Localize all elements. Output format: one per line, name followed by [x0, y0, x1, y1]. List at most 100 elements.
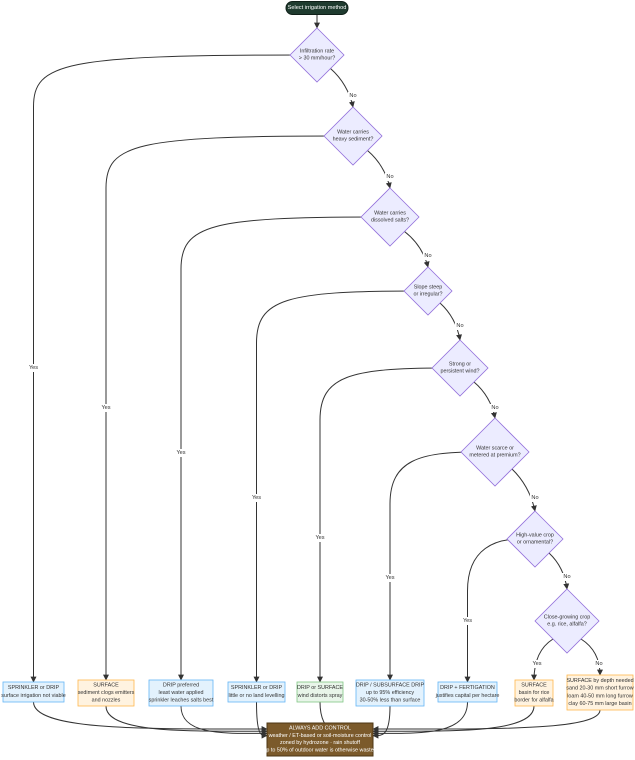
edge-outcome-9-to-control [372, 709, 601, 733]
edge-label-no-5: No [489, 404, 501, 412]
decision-diamond-7 [506, 510, 564, 568]
edge-label-yes-8: Yes [530, 660, 544, 668]
decision-7-text-line-1: High-value crop [516, 533, 554, 539]
edge-label-yes-1: Yes [26, 364, 41, 372]
decision-2-text-line-1: Water carries [337, 130, 369, 136]
outcome-6-text-line-3: 30-50% less than surface [360, 698, 421, 704]
edge-label-no-1-text: No [349, 93, 356, 99]
edge-yes-2 [103, 135, 338, 681]
edge-label-no-8: No [593, 660, 605, 668]
outcome-box-1 [2, 681, 65, 703]
edge-yes-4 [253, 290, 415, 683]
outcome-box-5 [296, 681, 344, 703]
edge-label-yes-3-text: Yes [176, 450, 185, 456]
edge-label-yes-5: Yes [313, 534, 327, 542]
outcome-2-text-line-3: and nozzles [92, 698, 121, 704]
control-text-line-4: up to 50% of outdoor water is otherwise … [263, 748, 376, 754]
edge-outcome-8-to-control [372, 705, 535, 735]
start-node-label: Select irrigation method [288, 5, 347, 11]
edge-label-no-2-text: No [386, 174, 393, 180]
edge-label-yes-6-bg [383, 574, 397, 582]
outcome-6-text-line-1: DRIP / SUBSURFACE DRIP [356, 682, 425, 688]
edge-label-yes-1-bg [26, 364, 41, 372]
outcome-3-text-line-1: DRIP preferred [163, 682, 199, 688]
decision-diamond-4 [403, 266, 453, 316]
edge-outcome-7-to-control [372, 701, 468, 737]
decision-diamond-8 [534, 588, 600, 654]
control-text-line-1: ALWAYS ADD CONTROL [289, 725, 351, 731]
outcome-node-4: SPRINKLER or DRIP little or no land level… [227, 681, 286, 703]
decision-diamond-1 [289, 27, 345, 83]
outcome-9-text-line-3: loam 40-50 mm long furrow [567, 693, 633, 699]
decision-diamond-5 [431, 339, 489, 397]
control-text-line-3: zoned by hydrozone · rain shutoff [280, 740, 360, 746]
outcome-3-text-line-2: least water applied [159, 690, 204, 696]
decision-diamond-2 [323, 106, 383, 166]
decision-node-1: Infiltration rate> 30 mm/hour? [289, 27, 345, 83]
decision-8-text-line-1: Close-growing crop [544, 615, 590, 621]
edge-label-yes-7-text: Yes [463, 618, 472, 624]
edge-label-yes-1-text: Yes [29, 365, 38, 371]
edge-label-no-3: No [422, 252, 434, 260]
edge-yes-1 [30, 54, 303, 683]
decision-6-text-line-2: metered at premium? [469, 453, 520, 459]
decision-8-text-line-2: e.g. rice, alfalfa? [547, 622, 587, 628]
decision-diamond-3 [360, 187, 420, 247]
control-text-line-2: weather / ET-based or soil-moisture cont… [268, 733, 372, 739]
decision-diamond-6 [460, 417, 530, 487]
edge-label-no-4-bg [454, 322, 466, 330]
outcome-box-4 [227, 681, 286, 703]
edge-yes-3 [178, 216, 375, 681]
outcome-7-text-line-2: justifies capital per hectare [435, 693, 500, 699]
outcome-9-text-line-4: clay 60-75 mm large basin [568, 701, 631, 707]
edge-no-7 [548, 552, 570, 590]
edge-label-no-7-bg [561, 573, 573, 581]
edge-label-no-2: No [384, 173, 396, 181]
edge-outcome-1-to-control [33, 701, 268, 733]
edge-outcome-2-to-control [105, 705, 268, 735]
edge-label-yes-2: Yes [99, 404, 113, 412]
edge-label-no-1: No [347, 92, 359, 100]
edge-label-yes-3: Yes [174, 449, 188, 457]
start-node-shape [285, 1, 349, 15]
edge-label-yes-6: Yes [383, 574, 397, 582]
edge-no-8 [580, 638, 603, 676]
outcome-box-6 [355, 679, 425, 707]
edge-label-yes-4-text: Yes [252, 495, 261, 501]
decision-4-text-line-2: or irregular? [413, 292, 442, 298]
edge-no-3 [404, 231, 430, 268]
edge-label-yes-7: Yes [460, 617, 475, 625]
outcome-4-text-line-2: little or no land levelling [228, 693, 284, 699]
edge-yes-5 [317, 367, 445, 683]
outcome-9-text-line-1: SURFACE by depth needed [566, 678, 633, 684]
outcome-node-2: SURFACE sediment clogs emitters and nozzle… [77, 679, 135, 707]
edge-label-yes-4: Yes [249, 494, 264, 502]
edge-outcome-3-to-control [180, 705, 268, 737]
outcome-2-text-line-1: SURFACE [93, 682, 119, 688]
edge-label-no-8-bg [593, 660, 605, 668]
edge-label-yes-4-bg [249, 494, 264, 502]
edge-no-1 [330, 68, 355, 108]
edge-yes-8 [531, 638, 554, 681]
outcome-8-text-line-1: SURFACE [521, 682, 547, 688]
outcome-box-9 [566, 674, 634, 711]
decision-7-text-line-2: or ornamental? [517, 540, 553, 546]
edge-label-no-8-text: No [595, 661, 602, 667]
outcome-6-text-line-2: up to 95% efficiency [366, 690, 414, 696]
outcome-4-text-line-1: SPRINKLER or DRIP [231, 685, 283, 691]
outcome-2-text-line-2: sediment clogs emitters [78, 690, 135, 696]
outcome-node-6: DRIP / SUBSURFACE DRIP up to 95% efficien… [355, 679, 425, 707]
